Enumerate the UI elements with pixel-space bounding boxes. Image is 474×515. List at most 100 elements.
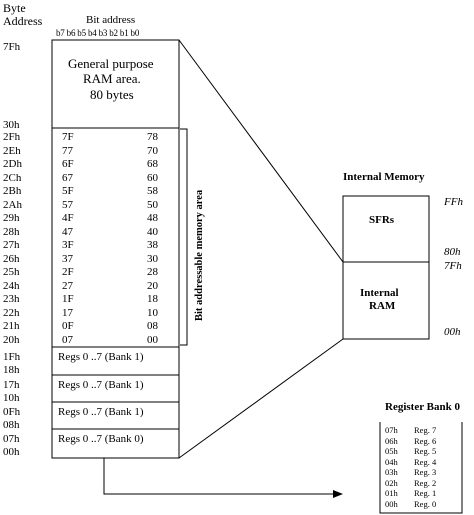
internal-memory-title: Internal Memory xyxy=(343,171,425,183)
address-header: Address xyxy=(3,14,43,28)
reg-row-label: Reg. 1 xyxy=(414,488,437,498)
reg-row-addr: 03h xyxy=(385,467,398,477)
bit-row-addr: 28h xyxy=(3,225,20,238)
bank-bottom-addr: 10h xyxy=(3,392,20,404)
bit-row-right: 38 xyxy=(147,239,158,251)
reg-row-label: Reg. 7 xyxy=(414,425,437,435)
reg-row-addr: 07h xyxy=(385,425,398,435)
internal-memory-box xyxy=(342,195,430,340)
reg-row-label: Reg. 2 xyxy=(414,477,437,488)
reg-row-label: Reg. 5 xyxy=(414,446,437,456)
reg-row-label: Reg. 4 xyxy=(414,456,437,467)
bank-top-addr: 0Fh xyxy=(3,406,21,418)
memory-column-outline xyxy=(51,39,180,459)
bit-row-left: 57 xyxy=(62,198,73,211)
bit-row-right: 70 xyxy=(147,144,158,157)
bit-row-right: 10 xyxy=(147,306,158,319)
bank-top-addr: 1Fh xyxy=(3,351,21,363)
bank-label: Regs 0 ..7 (Bank 1) xyxy=(58,351,144,363)
bit-row-addr: 2Eh xyxy=(3,144,21,157)
addr-30h: 30h xyxy=(3,119,20,131)
addr-ffh: FFh xyxy=(444,196,463,208)
bit-row-right: 00 xyxy=(147,333,158,346)
bank-label: Regs 0 ..7 (Bank 0) xyxy=(58,433,144,445)
bit-address-header: Bit address xyxy=(86,14,136,26)
byte-header: Byte xyxy=(3,1,26,15)
bank-top-addr: 17h xyxy=(3,379,20,391)
bit-row-right: 78 xyxy=(147,131,158,143)
bit-row-left: 3F xyxy=(62,239,74,251)
bit-row-addr: 20h xyxy=(3,333,20,346)
bit-row-right: 18 xyxy=(147,293,158,305)
reg-row-addr: 05h xyxy=(385,446,398,456)
bit-row-left: 4F xyxy=(62,212,74,224)
bit-row-left: 7F xyxy=(62,131,74,143)
bit-row-addr: 24h xyxy=(3,279,20,292)
bank-label: Regs 0 ..7 (Bank 1) xyxy=(58,379,144,391)
reg-row-label: Reg. 6 xyxy=(414,435,437,446)
bit-row-right: 68 xyxy=(147,158,158,170)
register-bank-title: Register Bank 0 xyxy=(385,401,460,413)
bank-bottom-addr: 00h xyxy=(3,446,20,458)
addr-7fh: 7Fh xyxy=(3,41,21,53)
bit-row-addr: 27h xyxy=(3,239,20,251)
bank-top-addr: 07h xyxy=(3,433,20,445)
bit-row-left: 17 xyxy=(62,306,73,319)
bit-row-left: 2F xyxy=(62,266,74,278)
addr-80h: 80h xyxy=(444,246,461,258)
bit-row-right: 28 xyxy=(147,266,158,278)
bit-row-addr: 25h xyxy=(3,266,20,278)
bit-row-right: 50 xyxy=(147,198,158,211)
connector-top xyxy=(178,39,344,263)
reg-row-addr: 01h xyxy=(385,488,398,498)
general-ram-line1: General purpose xyxy=(68,56,154,71)
bit-row-left: 0F xyxy=(62,320,74,332)
bit-row-right: 08 xyxy=(147,320,158,332)
bit-row-left: 77 xyxy=(62,144,73,157)
reg-row-addr: 00h xyxy=(385,498,398,509)
bit-row-addr: 29h xyxy=(3,212,20,224)
general-ram-line3: 80 bytes xyxy=(90,87,134,102)
bit-row-left: 67 xyxy=(62,171,73,184)
bank0-arrow-line xyxy=(103,458,333,495)
connector-bottom xyxy=(178,338,344,459)
bit-row-left: 27 xyxy=(62,279,73,292)
bit-row-right: 30 xyxy=(147,252,158,265)
bit-area-label: Bit addressable memory area xyxy=(194,189,205,321)
bit-row-right: 58 xyxy=(147,185,158,197)
bit-row-right: 40 xyxy=(147,225,158,238)
reg-row-label: Reg. 3 xyxy=(414,467,437,477)
bit-row-left: 6F xyxy=(62,158,74,170)
addr-7fh-internal: 7Fh xyxy=(444,260,462,272)
bank-bottom-addr: 08h xyxy=(3,419,20,431)
internal-ram-line1: Internal xyxy=(360,287,399,299)
register-bank-box xyxy=(379,422,463,514)
internal-ram-line2: RAM xyxy=(369,300,396,312)
bit-row-left: 1F xyxy=(62,293,74,305)
addr-00h-internal: 00h xyxy=(444,326,461,338)
bit-row-left: 47 xyxy=(62,225,73,238)
reg-row-addr: 04h xyxy=(385,456,398,467)
bit-row-left: 5F xyxy=(62,185,74,197)
bit-row-addr: 2Fh xyxy=(3,131,21,143)
bank-bottom-addr: 18h xyxy=(3,364,20,376)
bit-row-addr: 26h xyxy=(3,252,20,265)
reg-row-label: Reg. 0 xyxy=(414,498,437,509)
bit-row-left: 37 xyxy=(62,252,73,265)
bit-row-addr: 22h xyxy=(3,306,20,319)
bit-row-addr: 2Dh xyxy=(3,158,22,170)
bit-row-right: 60 xyxy=(147,171,158,184)
bit-row-addr: 2Ch xyxy=(3,171,22,184)
general-ram-line2: RAM area. xyxy=(83,71,141,86)
bit-row-right: 48 xyxy=(147,212,158,224)
bit-row-addr: 2Ah xyxy=(3,198,22,211)
bit-row-addr: 21h xyxy=(3,320,20,332)
bit-row-addr: 23h xyxy=(3,293,20,305)
sfr-label: SFRs xyxy=(369,214,395,226)
bit-row-left: 07 xyxy=(62,333,73,346)
reg-row-addr: 02h xyxy=(385,477,398,488)
bit-row-addr: 2Bh xyxy=(3,185,22,197)
bank-label: Regs 0 ..7 (Bank 1) xyxy=(58,406,144,418)
